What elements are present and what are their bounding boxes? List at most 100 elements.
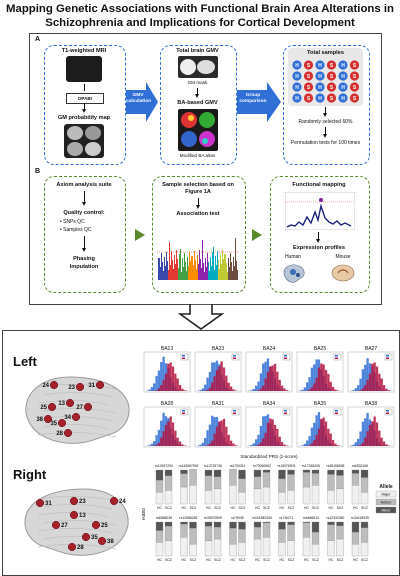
allele-bar-major bbox=[165, 541, 172, 556]
mri-arrow-line bbox=[84, 84, 85, 91]
histogram-bar-hc bbox=[255, 439, 257, 446]
allele-bar-minor bbox=[279, 522, 286, 529]
histogram-bar-scz bbox=[177, 438, 179, 446]
histogram-legend-hc bbox=[182, 355, 185, 357]
allele-bar-major bbox=[263, 487, 270, 504]
sample-letter: H bbox=[295, 63, 299, 69]
brain-region-marker bbox=[68, 543, 76, 551]
bar-x-tick: SCZ bbox=[288, 506, 295, 510]
histogram-bar-scz bbox=[170, 363, 172, 392]
manhattan-bar bbox=[221, 264, 222, 280]
bar-x-tick: SCZ bbox=[337, 558, 344, 562]
histogram-bar-scz bbox=[376, 367, 378, 391]
manhattan-bar bbox=[184, 253, 185, 280]
allele-bar-major bbox=[352, 544, 359, 556]
histogram-bar-hc bbox=[253, 389, 255, 391]
manhattan-bar bbox=[204, 272, 205, 280]
bar-x-tick: HC bbox=[182, 506, 187, 510]
bar-x-tick: HC bbox=[206, 506, 211, 510]
histogram-bar-scz bbox=[362, 388, 364, 391]
manhattan-bar bbox=[228, 258, 229, 280]
histogram-bar-hc bbox=[209, 425, 211, 446]
histogram-bar-hc bbox=[204, 385, 206, 391]
manhattan-bar bbox=[197, 255, 198, 280]
histogram-bar-hc bbox=[260, 373, 262, 391]
manhattan-bar bbox=[198, 264, 199, 280]
snp-title: rs34418939 bbox=[351, 516, 369, 520]
histogram-legend bbox=[385, 409, 392, 415]
qc-item-1-text: SNPs QC bbox=[63, 219, 85, 225]
histogram-legend-hc bbox=[335, 355, 338, 357]
ratio-axis-label: Ratio bbox=[142, 508, 147, 520]
allele-bar-minor bbox=[205, 470, 212, 476]
allele-bar-hetero bbox=[239, 529, 246, 542]
manhattan-bar bbox=[183, 267, 184, 280]
manhattan-bar bbox=[165, 266, 166, 280]
allele-bar-major bbox=[214, 489, 221, 504]
brain-region-label: 35 bbox=[91, 535, 98, 541]
histogram-bar-scz bbox=[167, 364, 169, 391]
allele-bar-major bbox=[190, 485, 197, 504]
histogram-bar-hc bbox=[158, 371, 160, 391]
snp-title: rs33670509 bbox=[204, 516, 222, 520]
histogram-bar-hc bbox=[202, 388, 204, 391]
manhattan-bar bbox=[182, 258, 183, 280]
manhattan-plot bbox=[157, 222, 239, 282]
allele-bar-minor bbox=[328, 470, 335, 474]
histogram-bar-hc bbox=[359, 431, 361, 446]
manhattan-bar bbox=[174, 255, 175, 280]
histogram-bar-scz bbox=[155, 445, 157, 446]
allele-bar-hetero bbox=[165, 476, 172, 491]
allele-bar-major bbox=[361, 492, 368, 504]
histogram-bar-scz bbox=[381, 379, 383, 391]
allele-bar-hetero bbox=[303, 472, 310, 487]
histogram-legend bbox=[181, 409, 188, 415]
snp-title: rs79060662 bbox=[253, 464, 271, 468]
histogram-bar-scz bbox=[337, 390, 339, 391]
allele-bar-hetero bbox=[352, 473, 359, 485]
snp-title: rs6568038 bbox=[156, 516, 172, 520]
snp-title: rs12332382 bbox=[327, 516, 345, 520]
brain-region-marker bbox=[92, 521, 100, 529]
brain-region-marker bbox=[76, 383, 84, 391]
histogram-bar-hc bbox=[199, 390, 201, 391]
manhattan-bar bbox=[201, 268, 202, 280]
histogram-bar-hc bbox=[311, 428, 313, 446]
manhattan-bar bbox=[225, 254, 226, 280]
func-map-label: Functional mapping bbox=[270, 182, 368, 189]
histogram-bar-scz bbox=[223, 419, 225, 446]
histogram-bar-scz bbox=[332, 440, 334, 446]
histogram-bar-scz bbox=[223, 367, 225, 391]
randomly-label: Randomly selected 60% bbox=[283, 119, 368, 125]
allele-bar-major bbox=[181, 537, 188, 556]
mri-title: T1-weighted MRI bbox=[44, 48, 124, 55]
allele-bar-hetero bbox=[337, 526, 344, 539]
histogram-bar-scz bbox=[165, 425, 167, 446]
histogram-bar-scz bbox=[260, 442, 262, 446]
bar-x-tick: HC bbox=[182, 558, 187, 562]
histogram-bar-hc bbox=[362, 422, 364, 446]
ba-atlas-image bbox=[178, 109, 218, 151]
gm-map-slices bbox=[64, 124, 104, 158]
histogram-title: BA28 bbox=[161, 401, 173, 407]
histogram-title: BA25 bbox=[314, 346, 326, 352]
brain-region-marker bbox=[98, 537, 106, 545]
histogram-bar-hc bbox=[308, 377, 310, 391]
allele-bar-major bbox=[279, 542, 286, 556]
histogram-legend-scz bbox=[386, 413, 389, 415]
bar-x-tick: HC bbox=[231, 558, 236, 562]
total-gmv-title: Total brain GMV bbox=[160, 48, 235, 55]
histogram-bar-scz bbox=[267, 372, 269, 391]
brain-region-marker bbox=[70, 497, 78, 505]
brain-region-label: 13 bbox=[58, 401, 65, 407]
snp-title: rs140567992 bbox=[179, 464, 199, 468]
histogram-bar-scz bbox=[313, 440, 315, 446]
allele-bar-minor bbox=[361, 470, 368, 477]
histogram-bar-scz bbox=[274, 425, 276, 446]
histogram-bar-scz bbox=[269, 367, 271, 391]
allele-bar-minor bbox=[328, 522, 335, 525]
manhattan-bar bbox=[203, 263, 204, 280]
histogram-bar-scz bbox=[337, 445, 339, 446]
histogram-bar-scz bbox=[374, 363, 376, 392]
allele-bar-minor bbox=[288, 470, 295, 474]
